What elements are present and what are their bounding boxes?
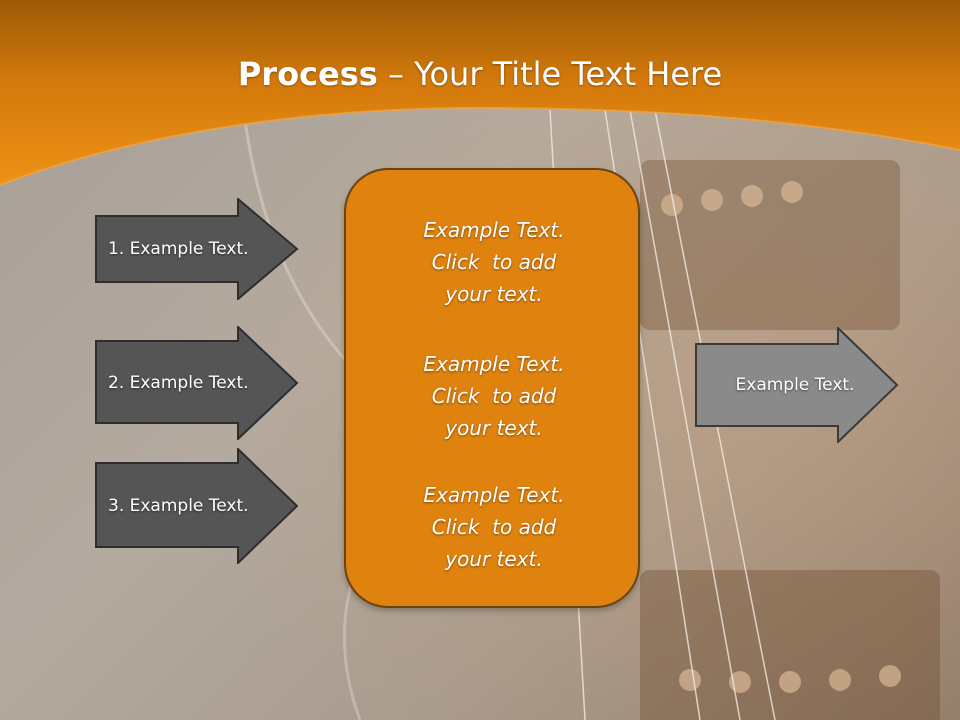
center-block-2-line-3: your text.: [445, 416, 543, 440]
center-text-block-1[interactable]: Example Text. Click to add your text.: [346, 214, 642, 310]
title-rest: – Your Title Text Here: [377, 55, 723, 93]
pickup-bottom: [640, 570, 940, 720]
process-step-2-arrow[interactable]: 2. Example Text.: [95, 326, 300, 440]
center-block-2-line-1: Example Text.: [423, 352, 565, 376]
pickup-top: [640, 160, 900, 330]
center-text-block-3[interactable]: Example Text. Click to add your text.: [346, 479, 642, 575]
process-step-3-label: 3. Example Text.: [108, 496, 249, 516]
center-block-3-line-1: Example Text.: [423, 483, 565, 507]
process-step-1-label: 1. Example Text.: [108, 239, 249, 259]
process-step-2-label: 2. Example Text.: [108, 373, 249, 393]
center-block-3-line-3: your text.: [445, 547, 543, 571]
center-block-1-line-1: Example Text.: [423, 218, 565, 242]
center-text-box[interactable]: Example Text. Click to add your text. Ex…: [344, 168, 640, 608]
center-block-1-line-3: your text.: [445, 282, 543, 306]
process-step-3-arrow[interactable]: 3. Example Text.: [95, 448, 300, 564]
result-arrow[interactable]: Example Text.: [695, 327, 900, 443]
header-band: [0, 0, 960, 185]
center-text-block-2[interactable]: Example Text. Click to add your text.: [346, 348, 642, 444]
title-bold: Process: [237, 55, 378, 93]
result-arrow-label: Example Text.: [735, 375, 855, 395]
process-step-1-arrow[interactable]: 1. Example Text.: [95, 198, 300, 300]
center-block-1-line-2: Click to add: [431, 250, 557, 274]
center-block-3-line-2: Click to add: [431, 515, 557, 539]
center-block-2-line-2: Click to add: [431, 384, 557, 408]
slide-title[interactable]: Process – Your Title Text Here: [0, 52, 960, 96]
